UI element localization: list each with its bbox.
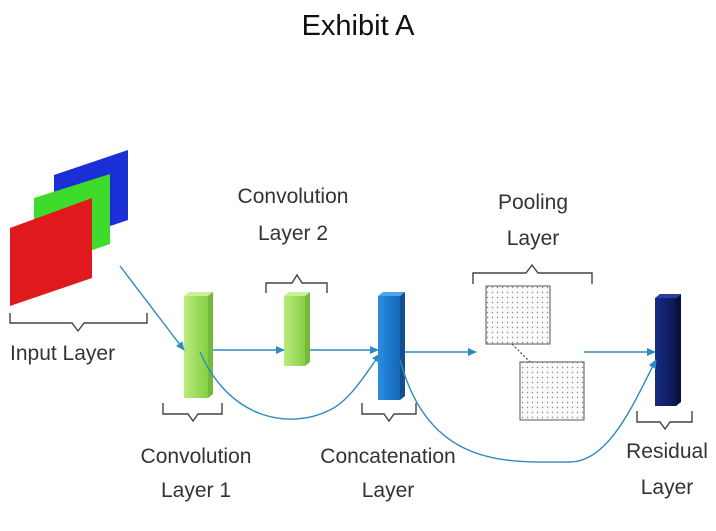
label-conv2-line1: Convolution — [238, 185, 349, 208]
bracket-conv1 — [162, 403, 223, 423]
bracket-pooling — [472, 263, 593, 284]
label-conv2-line2: Layer 2 — [258, 222, 328, 245]
bracket-input — [9, 313, 148, 333]
label-conv1-line2: Layer 1 — [161, 479, 231, 502]
arrow-input-to-conv1 — [119, 265, 185, 351]
residual-layer-block — [655, 294, 681, 406]
bracket-residual — [636, 411, 693, 431]
input-plane-red — [10, 198, 92, 306]
label-conv1-line1: Convolution — [141, 445, 252, 468]
label-concat-line1: Concatenation — [320, 445, 455, 468]
conv-layer-2-block — [284, 292, 310, 366]
label-concat-line2: Layer — [362, 479, 415, 502]
label-residual-line1: Residual — [626, 440, 708, 463]
arrow-conv1-skip-to-concat — [199, 351, 381, 420]
concat-layer-block — [378, 292, 405, 400]
label-pooling-line2: Layer — [507, 227, 560, 250]
bracket-conv2 — [265, 273, 328, 293]
input-layer-planes — [10, 150, 128, 306]
flow-arrows — [119, 265, 657, 463]
label-pooling-line1: Pooling — [498, 191, 568, 214]
conv-layer-1-block — [184, 292, 213, 398]
pooling-layer-grids — [485, 285, 585, 421]
pooling-grid-1 — [485, 285, 551, 345]
bracket-concat — [361, 403, 417, 423]
diagram-title: Exhibit A — [301, 10, 415, 42]
label-input-layer: Input Layer — [10, 342, 115, 365]
label-residual-line2: Layer — [641, 476, 694, 499]
pooling-grid-2 — [519, 361, 585, 421]
brackets — [9, 263, 693, 431]
arrow-concat-skip-to-residual — [399, 359, 657, 463]
